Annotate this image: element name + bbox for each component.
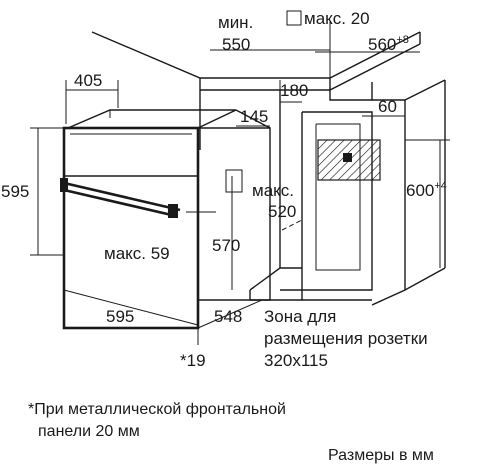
socket-icon bbox=[343, 153, 352, 162]
dim-595-width: 595 bbox=[106, 307, 134, 326]
footnote-mark: *19 bbox=[180, 351, 206, 370]
footnote-line1: *При металлической фронтальной bbox=[28, 401, 286, 418]
dim-548: 548 bbox=[214, 307, 242, 326]
socket-zone-line2: размещения розетки bbox=[264, 329, 428, 348]
socket-zone-line3: 320x115 bbox=[264, 351, 328, 370]
dim-60: 60 bbox=[378, 97, 397, 116]
dimension-lines bbox=[30, 10, 450, 345]
oven-body bbox=[60, 109, 271, 330]
max-label: макс. bbox=[252, 181, 294, 200]
dim-595-height: 595 bbox=[1, 182, 29, 201]
dim-180: 180 bbox=[280, 81, 308, 100]
dim-145: 145 bbox=[240, 107, 268, 126]
dim-405: 405 bbox=[74, 71, 102, 90]
dim-max-59: макс. 59 bbox=[104, 244, 170, 263]
footnote-line2: панели 20 мм bbox=[38, 423, 140, 440]
dim-570: 570 bbox=[212, 236, 240, 255]
min-label: мин. bbox=[218, 13, 253, 32]
dim-550: 550 bbox=[222, 35, 250, 54]
dim-560: 560+8 bbox=[368, 34, 409, 54]
units-note: Размеры в мм bbox=[328, 447, 434, 464]
socket-zone-line1: Зона для bbox=[264, 307, 336, 326]
max20-label: макс. 20 bbox=[304, 9, 370, 28]
dim-600: 600+4 bbox=[406, 180, 447, 200]
cabinet-niche bbox=[91, 31, 446, 306]
dim-520: 520 bbox=[268, 202, 296, 221]
